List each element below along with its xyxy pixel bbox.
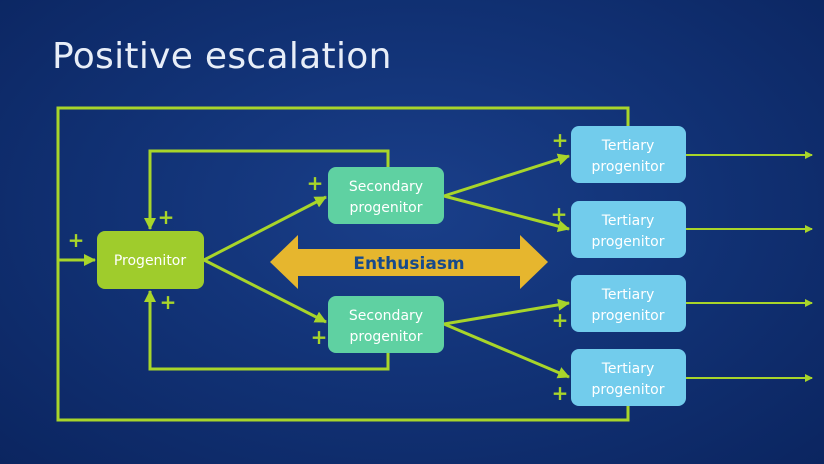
plus-icon: + [551, 202, 568, 226]
bottom-feedback-loop [144, 290, 390, 371]
plus-icon: + [552, 128, 569, 152]
plus-icon: + [68, 228, 85, 252]
arrow-to-tertiary-3 [443, 298, 570, 326]
tertiary-label-line1: Tertiary [601, 213, 655, 229]
tertiary-label-line2: progenitor [592, 308, 665, 324]
plus-icon: + [307, 171, 324, 195]
arrow-to-secondary-bottom [203, 258, 327, 324]
arrow-to-tertiary-4 [443, 322, 570, 379]
tertiary-node-4: Tertiary progenitor [571, 349, 686, 406]
tertiary-label-line2: progenitor [592, 234, 665, 250]
progenitor-node: Progenitor [97, 231, 204, 289]
plus-icon: + [552, 308, 569, 332]
slide-title: Positive escalation [52, 36, 392, 77]
arrow-to-tertiary-2 [443, 194, 570, 232]
secondary-node-bottom: Secondary progenitor [328, 296, 444, 353]
arrow-to-secondary-top [203, 195, 327, 262]
tertiary-node-2: Tertiary progenitor [571, 201, 686, 258]
tertiary-label-line2: progenitor [592, 382, 665, 398]
top-feedback-loop [144, 149, 390, 230]
arrow-to-tertiary-1 [443, 153, 570, 198]
outer-feedback-loop [56, 106, 630, 422]
plus-icon: + [552, 381, 569, 405]
secondary-label-line1: Secondary [349, 308, 423, 324]
enthusiasm-label: Enthusiasm [353, 254, 464, 274]
tertiary-label-line1: Tertiary [601, 138, 655, 154]
tertiary-label-line1: Tertiary [601, 361, 655, 377]
secondary-label-line2: progenitor [350, 329, 423, 345]
plus-icon: + [158, 205, 175, 229]
tertiary-label-line1: Tertiary [601, 287, 655, 303]
enthusiasm-double-arrow [270, 235, 548, 289]
progenitor-label: Progenitor [114, 253, 187, 269]
tertiary-label-line2: progenitor [592, 159, 665, 175]
tertiary-node-3: Tertiary progenitor [571, 275, 686, 332]
secondary-label-line2: progenitor [350, 200, 423, 216]
plus-icon: + [160, 290, 177, 314]
secondary-node-top: Secondary progenitor [328, 167, 444, 224]
tertiary-node-1: Tertiary progenitor [571, 126, 686, 183]
plus-icon: + [311, 325, 328, 349]
secondary-label-line1: Secondary [349, 179, 423, 195]
